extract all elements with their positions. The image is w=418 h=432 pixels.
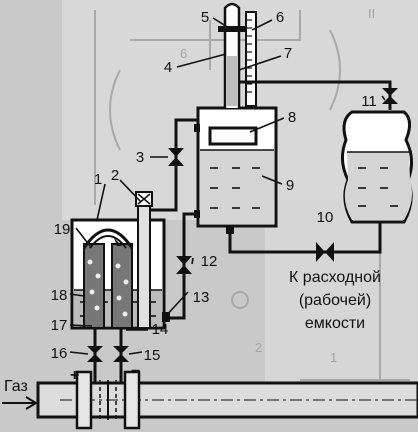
- svg-text:II: II: [368, 6, 375, 21]
- valve-3[interactable]: [168, 148, 184, 166]
- label-15: 15: [144, 347, 161, 364]
- level-scale: [245, 11, 257, 107]
- label-8: 8: [288, 109, 296, 126]
- callout-labels: 1 2 3 4 5 6 7 8 9 10 11 12 13 14 15 16 1…: [51, 9, 377, 364]
- plus-sign: +: [70, 367, 79, 384]
- label-3: 3: [136, 149, 144, 166]
- label-4: 4: [164, 59, 172, 76]
- svg-text:6: 6: [180, 46, 187, 61]
- filling-tube: [135, 191, 153, 329]
- label-13: 13: [193, 289, 210, 306]
- valve-16[interactable]: [87, 346, 103, 362]
- gas-label: Газ: [4, 378, 28, 395]
- caption-line-2: (рабочей): [299, 292, 371, 309]
- gas-flow-arrow: [2, 396, 38, 410]
- label-17: 17: [51, 317, 68, 334]
- label-9: 9: [286, 177, 294, 194]
- valve-10[interactable]: [316, 242, 334, 262]
- caption-line-1: К расходной: [289, 269, 381, 286]
- valve-15[interactable]: [113, 346, 129, 362]
- leader-lines: [69, 17, 386, 355]
- label-6: 6: [276, 9, 284, 26]
- svg-text:2: 2: [255, 340, 262, 355]
- discharge-line: [228, 222, 382, 254]
- label-14: 14: [152, 321, 169, 338]
- label-10: 10: [317, 209, 334, 226]
- caption-line-3: емкости: [305, 315, 365, 332]
- label-16: 16: [51, 345, 68, 362]
- storage-tank: [341, 110, 413, 224]
- label-11: 11: [361, 93, 377, 110]
- label-12: 12: [201, 253, 218, 270]
- label-5: 5: [201, 9, 209, 26]
- label-19: 19: [54, 221, 71, 238]
- wick-column: [82, 228, 134, 329]
- gas-pipeline: [36, 370, 418, 430]
- level-gauge: [218, 2, 246, 108]
- svg-text:1: 1: [330, 350, 337, 365]
- minus-sign: −: [131, 363, 140, 380]
- valve-12[interactable]: [176, 256, 192, 274]
- valve-11[interactable]: [382, 88, 398, 104]
- label-7: 7: [284, 45, 292, 62]
- label-1: 1: [94, 171, 102, 188]
- destination-caption: К расходной (рабочей) емкости: [289, 269, 381, 332]
- label-2: 2: [111, 167, 119, 184]
- label-18: 18: [51, 287, 68, 304]
- dosing-tank: [194, 106, 278, 234]
